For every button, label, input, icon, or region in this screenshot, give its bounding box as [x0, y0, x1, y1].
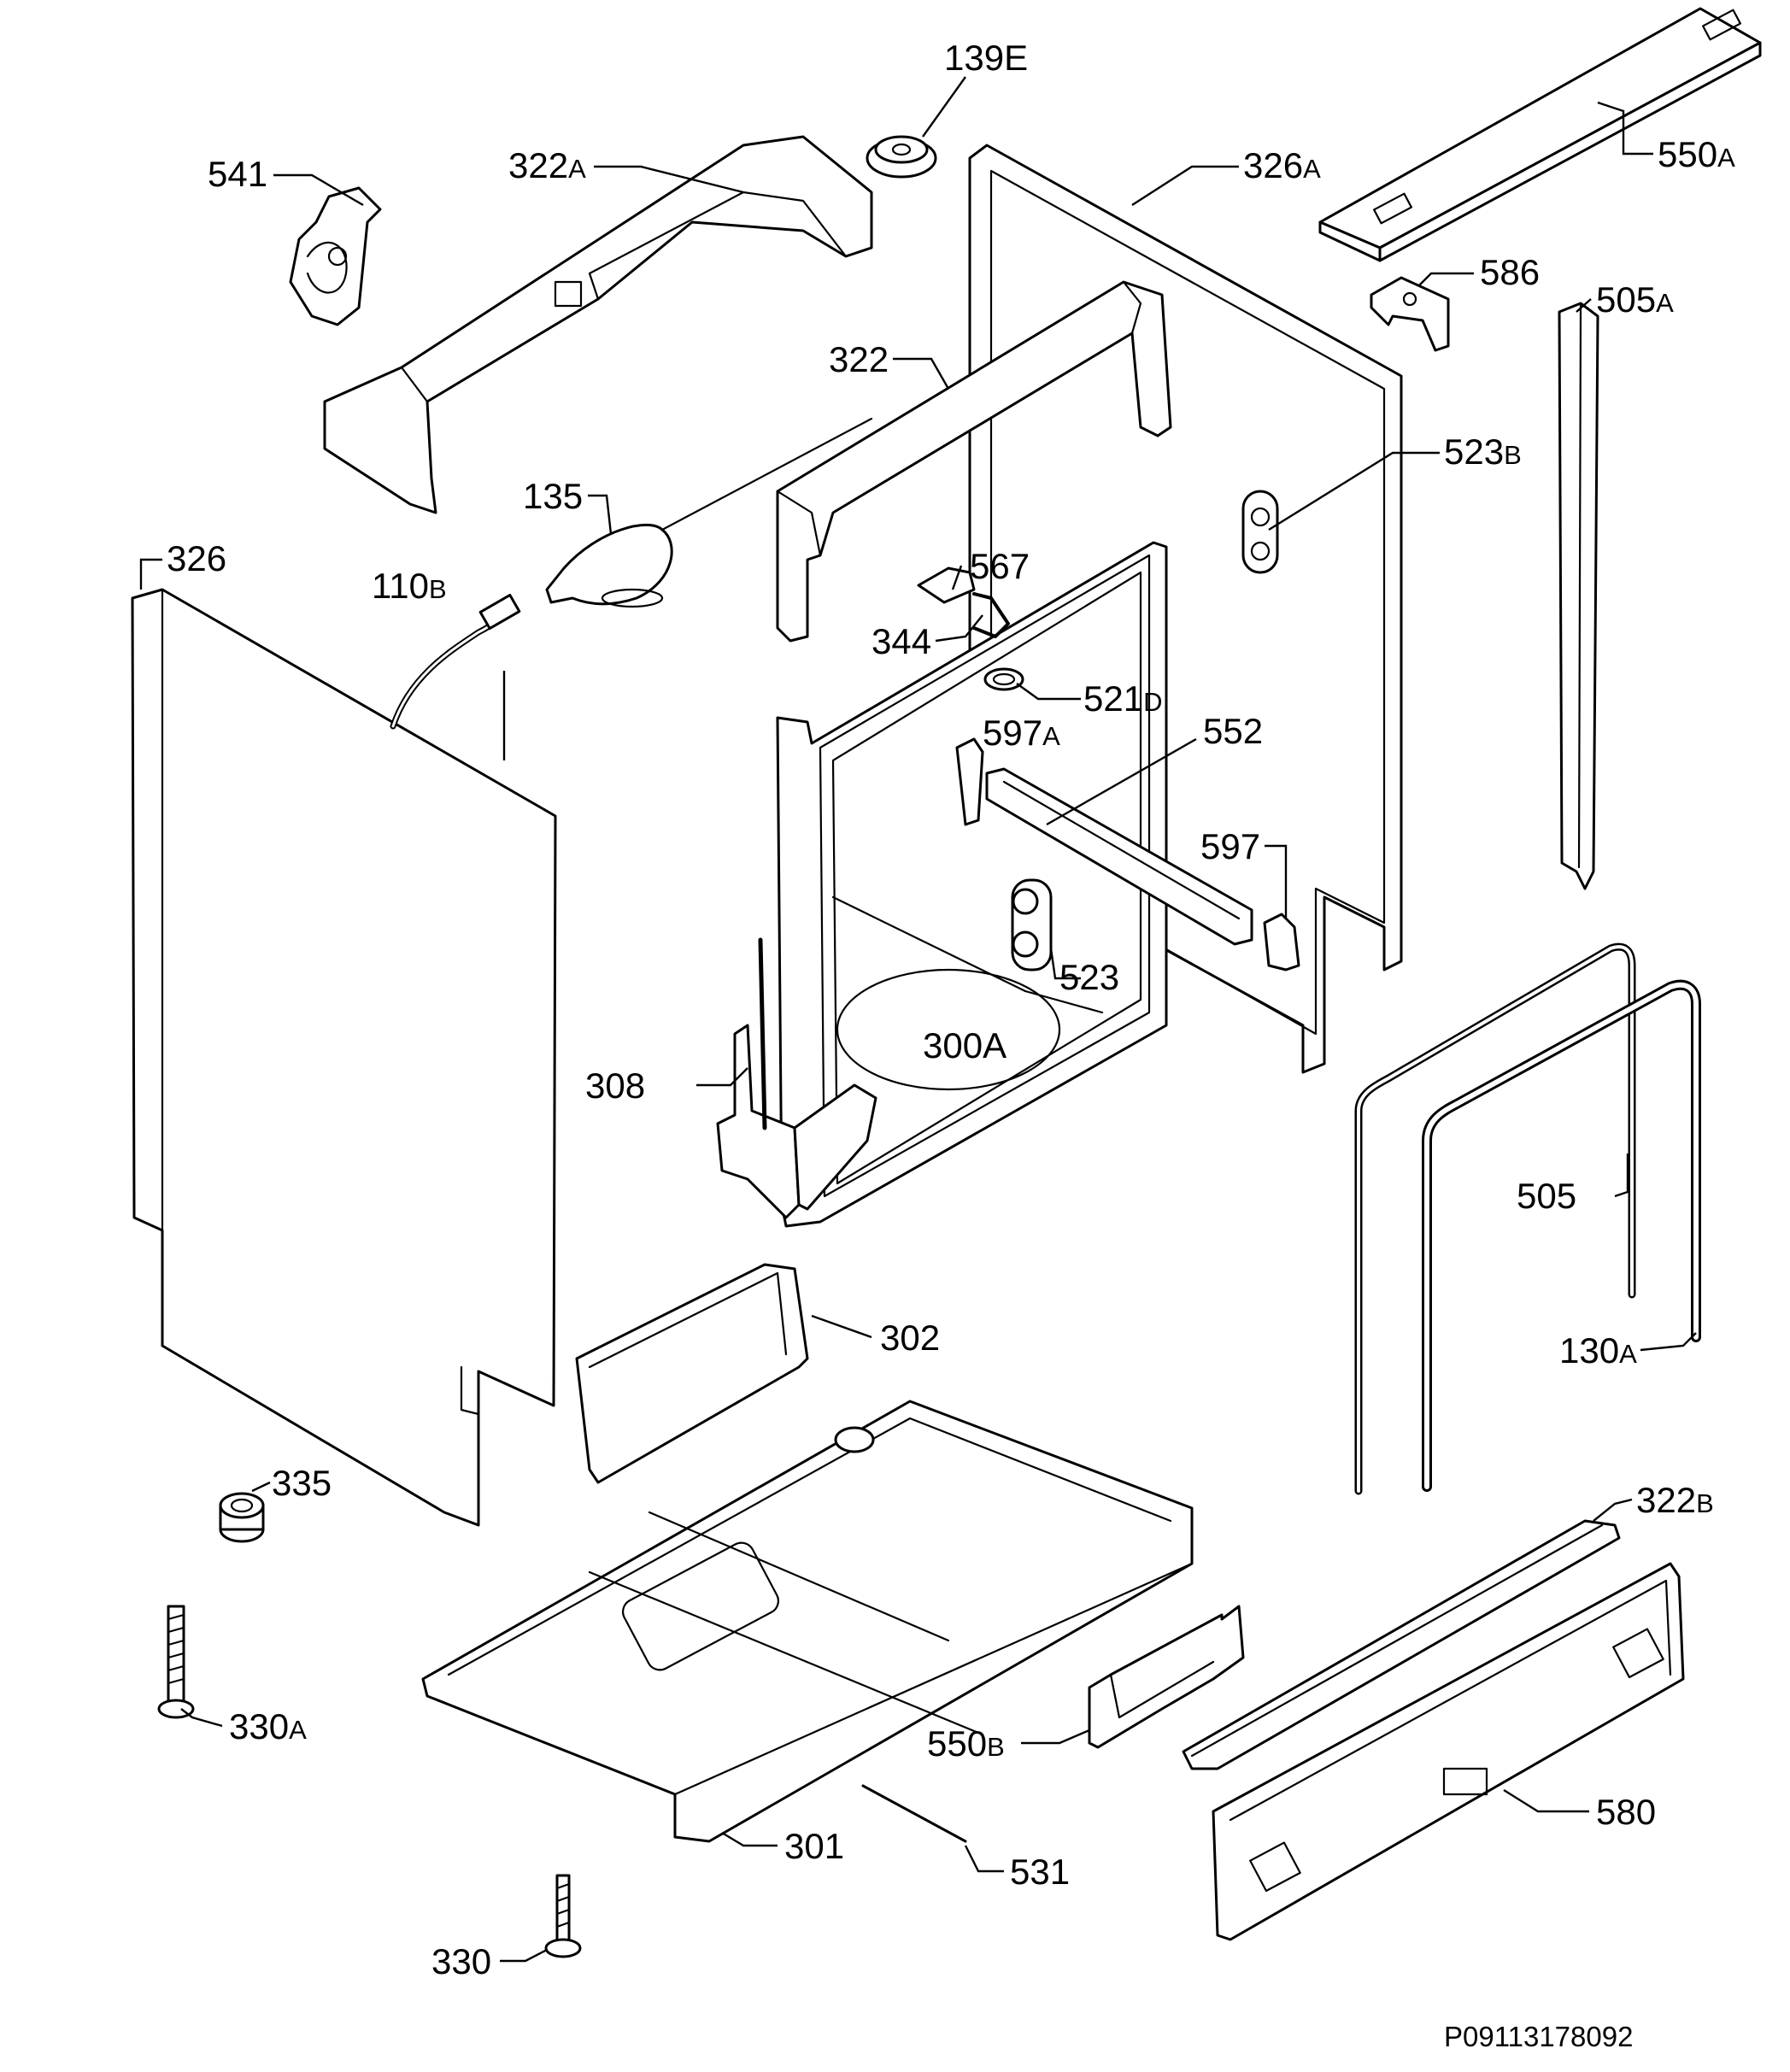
label-308: 308	[585, 1065, 645, 1106]
leader-lines	[139, 76, 1697, 1963]
label-541: 541	[208, 154, 267, 194]
label-302: 302	[880, 1318, 940, 1358]
part-322a-top-bracket	[323, 135, 873, 514]
part-135-float	[545, 417, 873, 608]
label-110b: 110B	[372, 566, 447, 606]
part-541-clip	[289, 186, 382, 326]
label-597: 597	[1200, 826, 1260, 866]
part-521d-ring	[983, 667, 1024, 691]
label-344: 344	[872, 621, 931, 661]
label-531: 531	[1010, 1852, 1070, 1892]
part-139e-knob	[866, 135, 937, 179]
label-322b: 322B	[1636, 1480, 1714, 1520]
part-550a-rail	[1318, 7, 1762, 262]
reference-code: P09113178092	[1444, 2021, 1633, 2052]
callout-labels: 139E 541 322A 326A 550A 586 505A 322 523…	[167, 38, 1735, 1981]
part-550b-bracket	[1088, 1605, 1245, 1749]
part-505-seal	[1354, 942, 1636, 1495]
label-521d: 521D	[1083, 678, 1162, 719]
label-335: 335	[272, 1463, 332, 1503]
part-326-side-panel	[131, 588, 557, 1527]
label-326: 326	[167, 538, 226, 578]
label-505a: 505A	[1596, 279, 1674, 320]
part-130a-seal	[1422, 979, 1701, 1492]
part-335-nut	[219, 1492, 265, 1543]
part-330a-screw	[157, 1605, 195, 1719]
part-322-top-frame	[776, 280, 1172, 643]
label-326a: 326A	[1243, 145, 1321, 185]
label-301: 301	[784, 1826, 844, 1866]
part-552-rail	[985, 767, 1253, 946]
part-580-kickplate	[1212, 1562, 1685, 1941]
part-330-screw	[544, 1874, 582, 1958]
label-322: 322	[829, 339, 889, 379]
label-330a: 330A	[229, 1706, 307, 1746]
part-302-panel	[575, 1263, 809, 1484]
part-110b-hose	[390, 593, 521, 760]
part-523b-grommet	[1241, 490, 1279, 574]
label-586: 586	[1480, 252, 1540, 292]
part-523-grommet	[1011, 878, 1053, 971]
label-550a: 550A	[1658, 134, 1735, 174]
part-322b-rail	[1182, 1519, 1621, 1770]
label-135: 135	[523, 476, 583, 516]
part-344-wire	[972, 592, 1010, 638]
part-308-hinge	[716, 937, 877, 1219]
part-586-bracket	[1370, 276, 1450, 352]
label-567: 567	[970, 546, 1030, 586]
label-523b: 523B	[1444, 431, 1522, 472]
label-322a: 322A	[508, 145, 586, 185]
part-597-clip	[1263, 913, 1300, 971]
label-580: 580	[1596, 1792, 1656, 1832]
part-531-rod	[861, 1784, 967, 1843]
part-597a-clip	[955, 737, 984, 826]
label-597a: 597A	[983, 713, 1060, 753]
label-550b: 550B	[927, 1723, 1005, 1764]
label-552: 552	[1203, 711, 1263, 751]
label-300a: 300A	[923, 1025, 1007, 1065]
label-130a: 130A	[1559, 1330, 1637, 1371]
label-330: 330	[431, 1941, 491, 1981]
label-523: 523	[1059, 957, 1119, 997]
label-505: 505	[1517, 1176, 1576, 1216]
part-301-base	[421, 1400, 1194, 1843]
label-139e: 139E	[944, 38, 1028, 78]
part-505a-seal	[1558, 302, 1599, 890]
part-567-clip	[917, 566, 976, 604]
part-300a-tub	[776, 541, 1168, 1228]
